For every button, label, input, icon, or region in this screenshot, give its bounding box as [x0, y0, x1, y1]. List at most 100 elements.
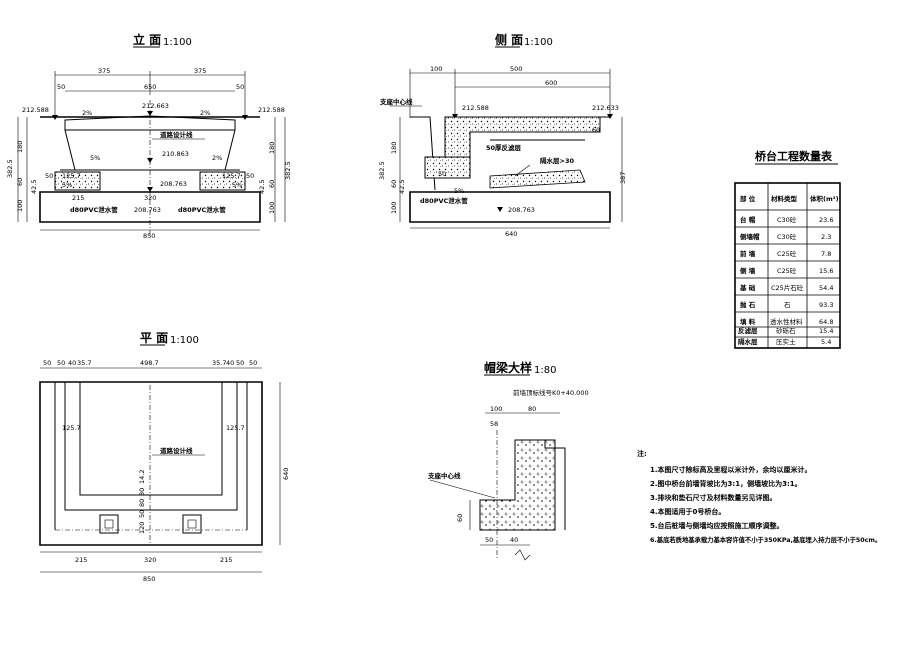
detail-break-line — [514, 549, 531, 561]
dim-50-right: 50 — [236, 83, 244, 91]
table-border — [734, 182, 841, 349]
cap-beam-detail — [479, 439, 556, 531]
plan-dim-125-left: 125.7 — [62, 424, 81, 432]
pipe-left-label: d80PVC泄水管 — [70, 205, 118, 214]
dim-3825-left: 382.5 — [6, 159, 14, 178]
road-design-line-label: 道路设计线 — [160, 130, 193, 139]
support-centerline-label: 支座中心线 — [379, 97, 413, 106]
table-cell-volume: 64.8 — [819, 318, 833, 326]
table-row: 基 础 C25片石砼 54.4 — [739, 283, 833, 292]
plan-top-dim: 35.7 — [212, 359, 226, 367]
detail-dim-40: 40 — [510, 536, 518, 544]
left-drain-block — [54, 171, 101, 191]
dim-375-right: 375 — [194, 67, 206, 75]
table-cell-material: C25砼 — [777, 249, 797, 258]
plan-dim-30: 30 — [138, 488, 146, 496]
table-header-volume: 体积(m³) — [810, 194, 839, 203]
note-item: 2.图中桥台前墙背坡比为3:1，侧墙坡比为3:1。 — [650, 479, 802, 488]
bearing-pad-left-inner — [104, 519, 114, 529]
notes-heading: 注: — [637, 449, 647, 458]
slope-5-right: 5% — [232, 181, 242, 189]
dim-60-right: 60 — [268, 180, 276, 188]
table-row: 抛 石 石 93.3 — [740, 300, 833, 309]
plan-road-line-label: 道路设计线 — [160, 446, 193, 455]
plan-top-dim: 50 — [249, 359, 257, 367]
side-dim-387: 387 — [619, 172, 627, 184]
detail-dim-60: 60 — [456, 514, 464, 522]
detail-view: 帽梁大样 1:80 前墙顶标线号K0+40.000 100 80 58 支座中心… — [427, 360, 589, 561]
elev-center: 212.663 — [142, 102, 169, 110]
table-row: 反滤层 砂砾石 15.4 — [738, 326, 833, 335]
side-slope: 5% — [454, 187, 464, 195]
side-dim-60r: 60 — [592, 126, 600, 134]
table-cell-part: 前 墙 — [740, 249, 756, 258]
dim-60-left: 60 — [16, 178, 24, 186]
note-item: 6.基底若质地基承载力基本容许值不小于350KPa,基底埋入持力层不小于50cm… — [650, 535, 881, 544]
side-elev-right: 212.633 — [592, 104, 619, 112]
side-corbel — [424, 156, 471, 179]
table-cell-material: 砂砾石 — [776, 326, 796, 335]
side-dim-3825: 382.5 — [378, 161, 386, 180]
dim-650: 650 — [144, 83, 156, 91]
pct2-label: 2% — [212, 154, 222, 162]
table-cell-part: 填 料 — [740, 317, 756, 326]
waterproof-label: 隔水层>30 — [540, 156, 574, 165]
dim-100-left: 100 — [16, 200, 24, 212]
plan-top-dim: 498.7 — [140, 359, 159, 367]
detail-scale: 1:80 — [534, 365, 556, 376]
plan-top-dim: 40 — [68, 359, 76, 367]
table-cell-volume: 54.4 — [819, 284, 833, 292]
table-row: 前 墙 C25砼 7.8 — [740, 249, 831, 258]
detail-dim-80: 80 — [528, 405, 536, 413]
wing-walls — [64, 129, 236, 171]
plan-dim-142: 14.2 — [138, 470, 146, 484]
dim-50-r2: 50 — [246, 172, 254, 180]
table-cell-volume: 7.8 — [821, 250, 831, 258]
note-item: 1.本图尺寸除标高及里程以米计外，余均以厘米计。 — [650, 465, 812, 474]
dim-850: 850 — [143, 232, 155, 240]
plan-dim-50: 50 — [138, 510, 146, 518]
plan-top-dim: 40 — [226, 359, 234, 367]
table-cell-part: 基 础 — [739, 283, 756, 292]
plan-inner-wall — [64, 382, 238, 511]
table-cell-volume: 23.6 — [819, 216, 833, 224]
dim-125-left: 125.7 — [62, 172, 81, 180]
side-dim-100b: 100 — [390, 202, 398, 214]
table-cell-volume: 15.4 — [819, 327, 833, 335]
side-pipe-label: d80PVC泄水管 — [420, 196, 468, 205]
side-dim-640: 640 — [505, 230, 517, 238]
table-cell-volume: 2.3 — [821, 233, 831, 241]
dim-215: 215 — [72, 194, 84, 202]
side-dim-50: 50 — [438, 170, 446, 178]
table-cell-material: C30砼 — [777, 232, 797, 241]
slope-right: 2% — [200, 109, 210, 117]
table-cell-part: 侧墙帽 — [740, 232, 760, 241]
side-view: 侧 面 1:100 100 500 600 支座中心线 212.588 212.… — [378, 32, 627, 238]
side-dim-100: 100 — [430, 65, 442, 73]
slope-5-left: 5% — [62, 181, 72, 189]
note-item: 3.排块和垫石尺寸及材料数量另见详图。 — [650, 493, 777, 502]
plan-dim-80: 80 — [138, 499, 146, 507]
elevation-scale: 1:100 — [163, 37, 192, 48]
plan-top-dims: 50 50 40 35.7 498.7 35.7 40 50 50 — [43, 359, 257, 367]
detail-step — [515, 439, 555, 449]
elev-marker-bot — [147, 187, 153, 192]
table-cell-material: C25砼 — [777, 266, 797, 275]
table-row: 侧 墙 C25砼 15.6 — [740, 266, 833, 275]
plan-dim-215-right: 215 — [220, 556, 232, 564]
detail-header-label: 前墙顶标线号K0+40.000 — [513, 388, 589, 397]
side-scale: 1:100 — [524, 37, 553, 48]
dim-375-left: 375 — [98, 67, 110, 75]
plan-top-dim: 35.7 — [77, 359, 91, 367]
plan-dim-320: 320 — [144, 556, 156, 564]
dim-320: 320 — [144, 194, 156, 202]
foundation — [39, 191, 261, 223]
table-cell-part: 反滤层 — [738, 326, 758, 335]
dim-180-left: 180 — [16, 141, 24, 153]
dim-50-l2: 50 — [45, 172, 53, 180]
side-elev-marker-bot — [497, 207, 503, 212]
note-item: 5.台后桩墙与侧墙均应按照施工顺序调整。 — [650, 521, 784, 530]
dim-425-right: 42.5 — [258, 180, 266, 194]
